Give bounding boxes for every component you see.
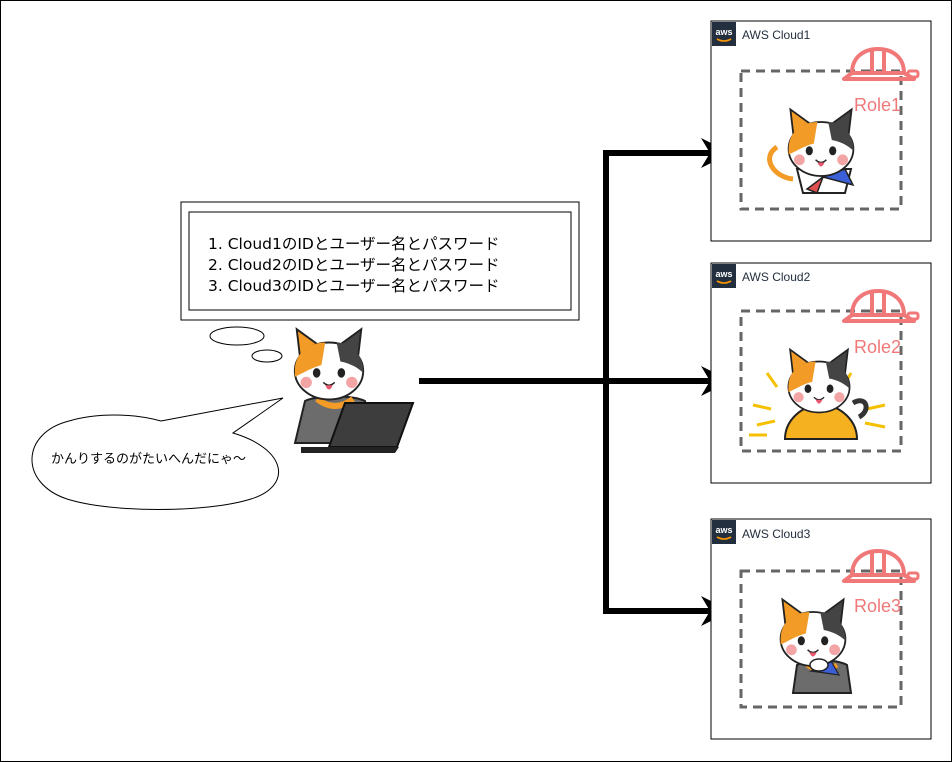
aws-cloud-3: AWS Cloud3 Role3 [710, 518, 932, 740]
thought-bubbles [209, 326, 283, 363]
role-3-label: Role3 [854, 596, 901, 616]
cloud-2-name: AWS Cloud2 [742, 270, 811, 284]
speech-text: かんりするのがたいへんだにゃ〜 [51, 452, 246, 467]
cloud-3-name: AWS Cloud3 [742, 527, 811, 541]
laptop-icon [301, 402, 415, 453]
note-line-1: 1. Cloud1のIDとユーザー名とパスワード [208, 235, 500, 253]
aws-logo-icon [711, 263, 737, 289]
credentials-note: 1. Cloud1のIDとユーザー名とパスワード 2. Cloud2のIDとユー… [180, 201, 580, 321]
cat-character-icon [767, 108, 855, 194]
aws-logo-icon [711, 519, 737, 545]
cloud-1-name: AWS Cloud1 [742, 28, 811, 42]
role-2-label: Role2 [854, 337, 901, 357]
speech-bubble: かんりするのがたいへんだにゃ〜 [31, 397, 284, 510]
cat-character-icon [749, 348, 886, 440]
cat-character-icon [779, 598, 853, 694]
note-line-3: 3. Cloud3のIDとユーザー名とパスワード [208, 277, 500, 295]
aws-cloud-2: AWS Cloud2 Role2 [710, 262, 932, 484]
note-line-2: 2. Cloud2のIDとユーザー名とパスワード [208, 256, 500, 274]
arrow-icon [419, 138, 731, 626]
aws-cloud-1: AWS Cloud1 Role1 [710, 20, 932, 242]
aws-logo-icon [711, 21, 737, 47]
role-1-label: Role1 [854, 95, 901, 115]
